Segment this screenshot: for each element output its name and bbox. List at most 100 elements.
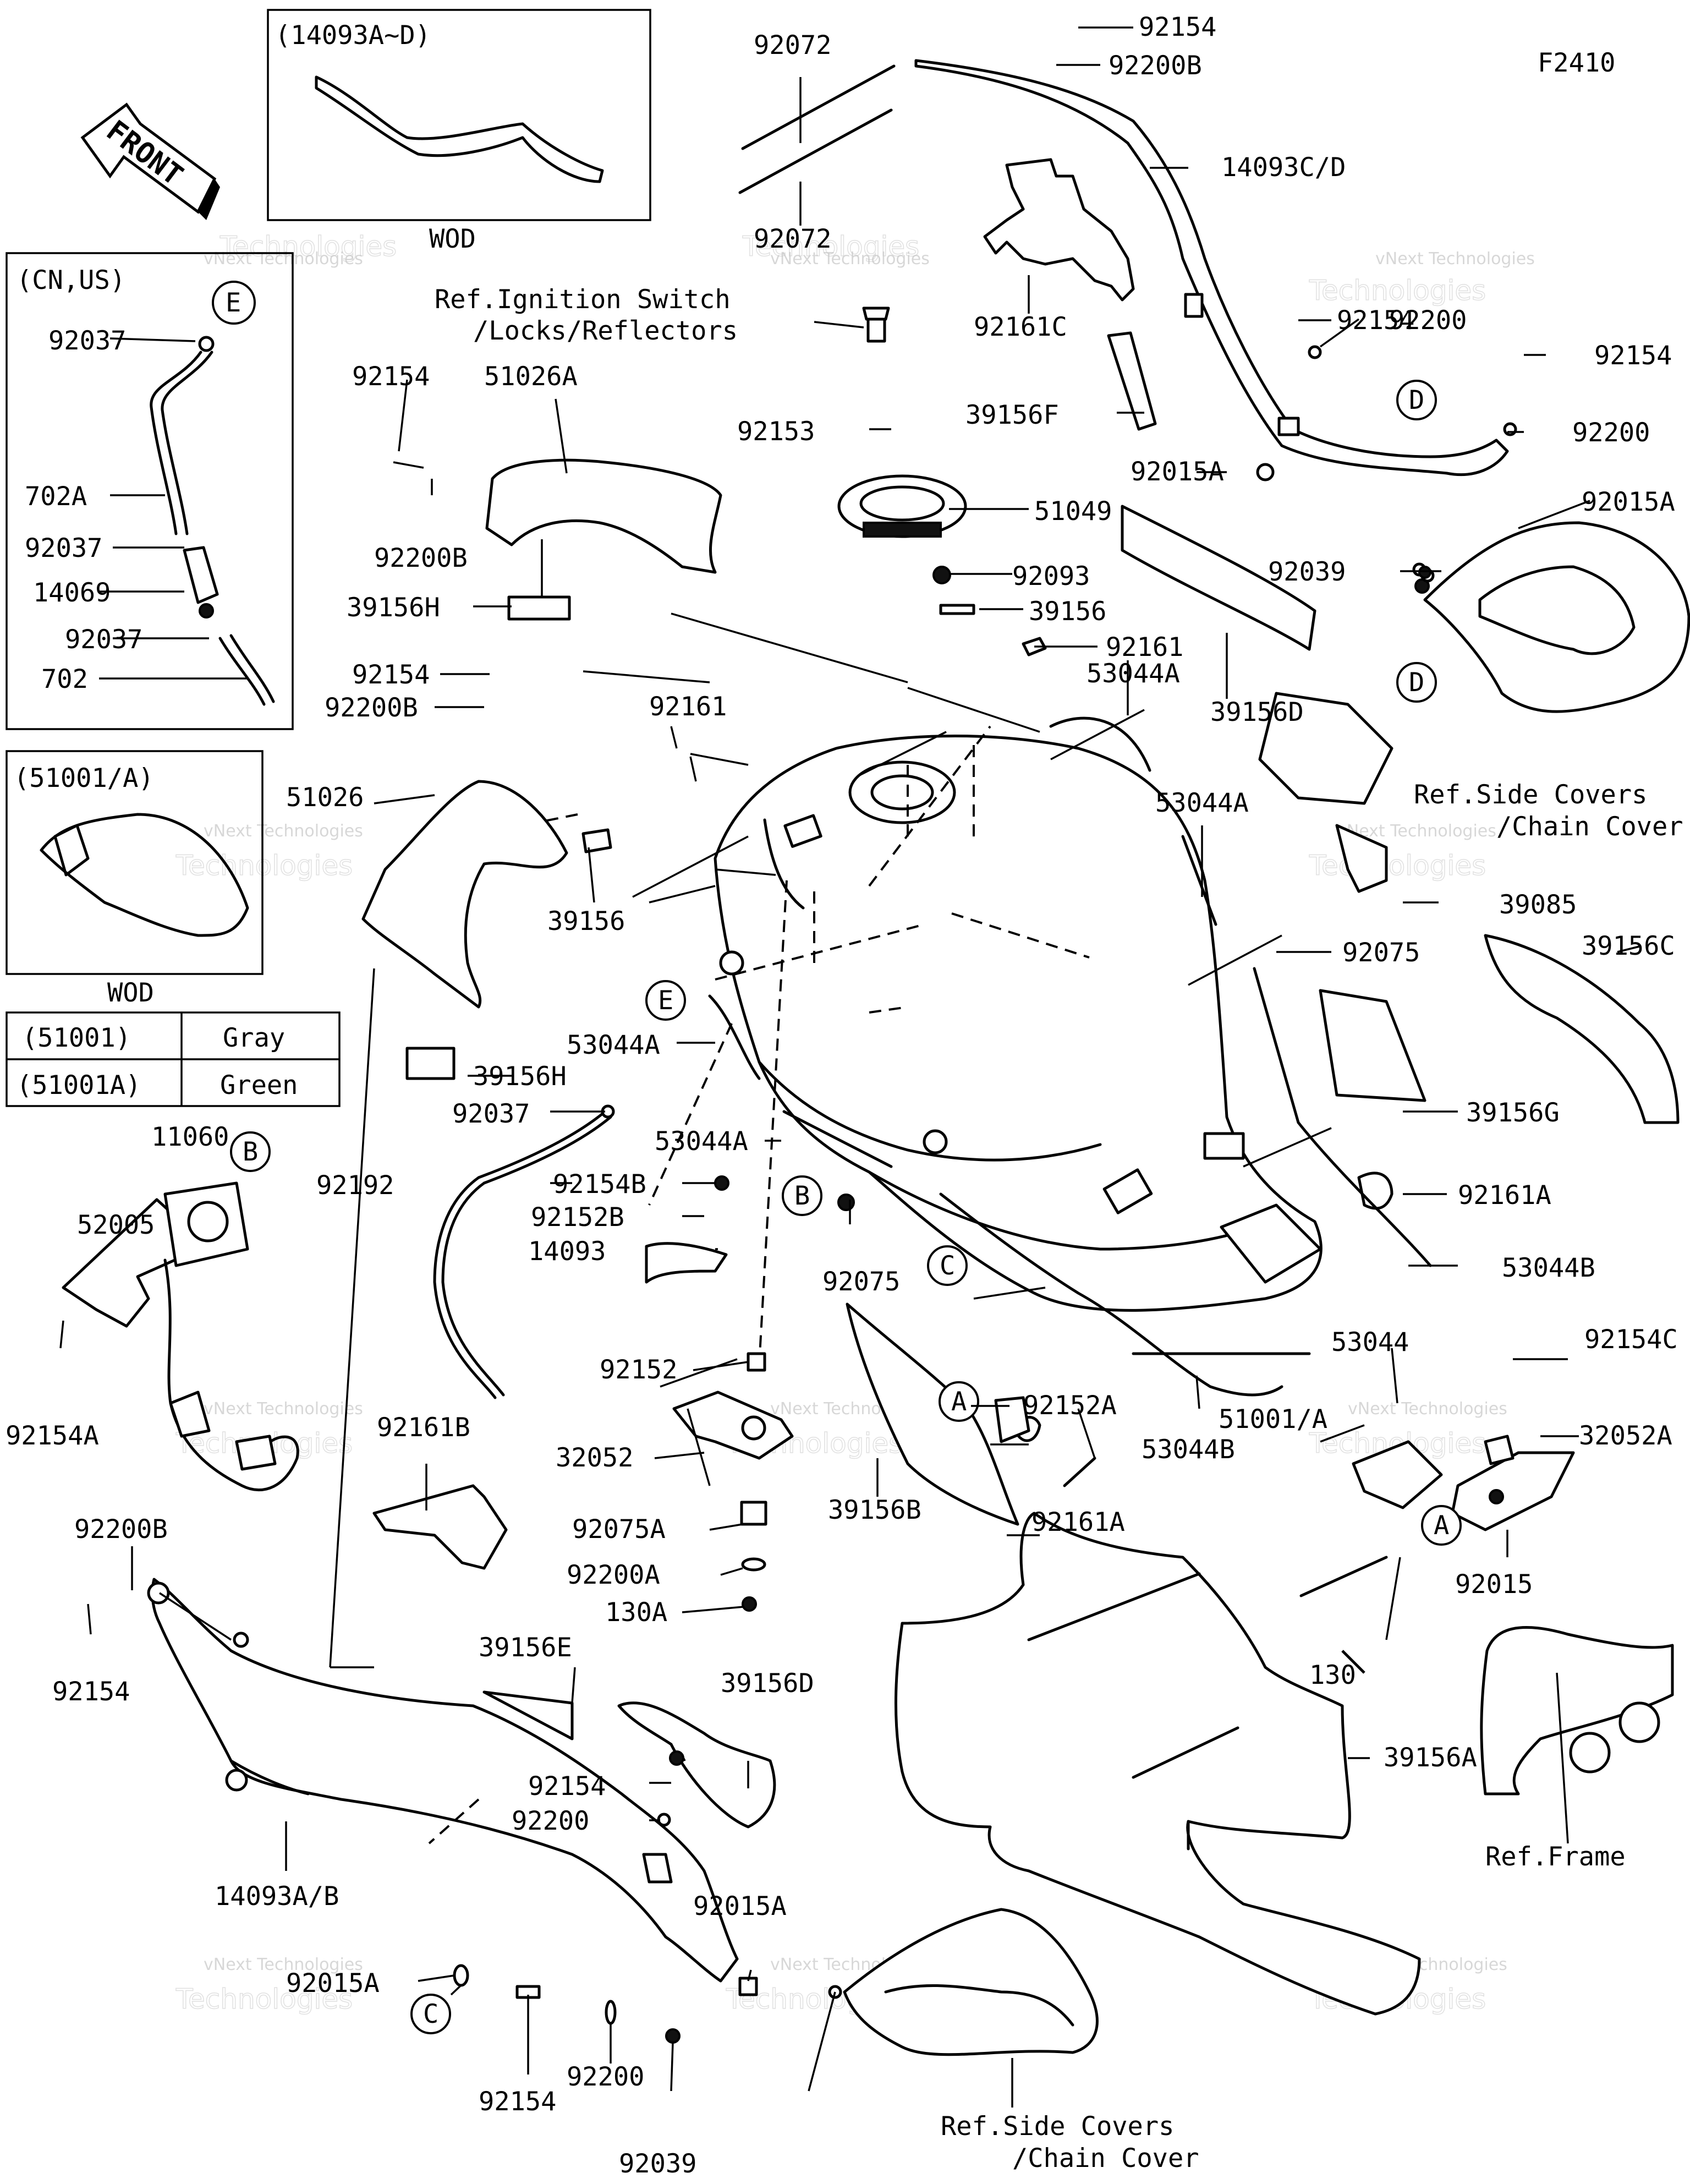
part-label: 39156 xyxy=(547,906,625,937)
watermark-text: Technologies xyxy=(742,231,919,262)
part-label: 53044A xyxy=(655,1126,748,1157)
watermark-text: vNext Technologies xyxy=(204,1399,363,1419)
upper-center-parts xyxy=(738,64,1217,926)
part-label: 92152 xyxy=(600,1355,677,1385)
inset-caption: WOD xyxy=(107,978,154,1008)
ref-circle-label: C xyxy=(940,1251,955,1281)
part-label: 92200 xyxy=(1389,305,1467,336)
ref-circle-label: A xyxy=(1434,1510,1449,1541)
ref-label: Ref.Side Covers xyxy=(941,2111,1174,2142)
part-label: 53044 xyxy=(1331,1327,1409,1358)
part-label: 92200A xyxy=(567,1560,660,1590)
color-table-part: (51001A) xyxy=(17,1070,141,1101)
part-label: 11060 xyxy=(151,1122,229,1152)
part-label: 51049 xyxy=(1034,496,1112,527)
part-label: 32052A xyxy=(1579,1421,1672,1451)
part-label: 39156A xyxy=(1384,1743,1477,1773)
ref-circle-label: A xyxy=(951,1387,967,1417)
watermark-text: vNext Technologies xyxy=(770,249,930,269)
ref-circle-label: C xyxy=(423,1999,438,2029)
ref-label: /Chain Cover xyxy=(1012,2143,1199,2174)
watermark-text: vNext Technologies xyxy=(1348,1399,1507,1419)
ref-circle-label: B xyxy=(794,1181,810,1211)
part-label: 51001/A xyxy=(1219,1404,1327,1435)
part-label: 92154B xyxy=(553,1169,646,1200)
part-label: 53044B xyxy=(1142,1435,1235,1465)
part-label: 39085 xyxy=(1499,890,1577,920)
part-label: 92075 xyxy=(822,1267,900,1297)
inset-title: (14093A~D) xyxy=(275,20,431,51)
part-label: 92161A xyxy=(1031,1507,1125,1537)
part-label: 92037 xyxy=(25,533,102,563)
ref-label: /Locks/Reflectors xyxy=(473,316,738,346)
part-label: 92154 xyxy=(1139,12,1216,42)
left-middle-parts: B E B C A xyxy=(62,458,1311,1829)
part-label: 92154 xyxy=(479,2087,556,2117)
front-arrow-icon: FRONT xyxy=(80,102,220,220)
watermarks: vNext Technologies Technologies vNext Te… xyxy=(175,230,1535,2016)
part-label: 92015A xyxy=(286,1968,380,1999)
part-label: 92015A xyxy=(1582,487,1675,517)
watermark-text: Technologies xyxy=(220,231,397,262)
part-label: 92161C xyxy=(974,312,1067,342)
ref-label: Ref.Ignition Switch xyxy=(435,284,731,315)
part-label: 92200B xyxy=(74,1514,168,1545)
lower-right-parts: A xyxy=(894,1435,1674,2016)
part-label: 92152A xyxy=(1023,1391,1117,1421)
part-label: 53044A xyxy=(1155,788,1249,818)
part-label: 92154 xyxy=(352,362,430,392)
part-label: 92015A xyxy=(1131,457,1224,487)
part-label: 39156H xyxy=(347,593,440,623)
part-label: 92161A xyxy=(1458,1180,1551,1211)
color-table-part: (51001) xyxy=(22,1023,131,1053)
part-label: 92072 xyxy=(754,30,831,61)
watermark-text: vNext Technologies xyxy=(204,1955,363,1974)
part-label: 92200B xyxy=(325,693,418,723)
part-label: 92154C xyxy=(1584,1324,1678,1355)
inset-cnus: (CN,US) E 92037 702A 92037 14069 92037 7… xyxy=(6,252,294,730)
part-label: 92200B xyxy=(374,543,468,573)
part-label: 130A xyxy=(605,1597,667,1628)
part-label: 92015 xyxy=(1455,1569,1533,1600)
part-label: 51026 xyxy=(286,782,364,813)
part-label: 92075 xyxy=(1342,938,1420,968)
color-table-color: Green xyxy=(220,1070,298,1101)
part-label: 92093 xyxy=(1012,561,1090,592)
part-label: 130 xyxy=(1309,1660,1356,1690)
part-label: 92154 xyxy=(1594,341,1672,371)
part-label: 92161B xyxy=(377,1413,470,1443)
part-label: 92154 xyxy=(52,1677,130,1707)
inset-title: (CN,US) xyxy=(17,265,125,295)
ref-circle-label: D xyxy=(1409,667,1424,698)
watermark-text: Technologies xyxy=(1309,850,1486,882)
leader-lines xyxy=(59,26,1640,2108)
part-label: 92039 xyxy=(1268,557,1346,587)
color-table-color: Gray xyxy=(223,1023,285,1053)
watermark-text: Technologies xyxy=(175,1983,353,2015)
part-label: 39156D xyxy=(721,1668,814,1699)
part-label: 92200 xyxy=(512,1806,589,1836)
ref-circle-label: E xyxy=(226,288,241,318)
part-label: 39156F xyxy=(965,400,1059,430)
part-label: 53044A xyxy=(567,1030,660,1060)
part-label: 92015A xyxy=(693,1891,787,1922)
part-labels: 92072 92072 92154 92200B 14093C/D 92161C… xyxy=(6,12,1683,2179)
part-label: 92161 xyxy=(1106,632,1183,663)
lower-left-parts: C xyxy=(147,1578,1099,2056)
inset-51001: (51001/A) WOD xyxy=(6,750,264,1008)
part-label: 92154 xyxy=(1337,305,1414,336)
watermark-text: vNext Technologies xyxy=(204,822,363,841)
ref-label: /Chain Cover xyxy=(1496,812,1683,842)
watermark-text: Technologies xyxy=(1309,275,1486,306)
part-label: 14093A/B xyxy=(215,1881,339,1912)
part-label: 39156 xyxy=(1029,596,1106,627)
part-label: 53044A xyxy=(1087,659,1180,689)
part-label: 702 xyxy=(41,664,88,694)
ref-circle-label: E xyxy=(658,986,673,1016)
part-label: 92192 xyxy=(316,1170,394,1201)
part-label: 52005 xyxy=(77,1210,155,1240)
part-label: 92037 xyxy=(452,1099,530,1129)
watermark-text: Technologies xyxy=(175,850,353,882)
